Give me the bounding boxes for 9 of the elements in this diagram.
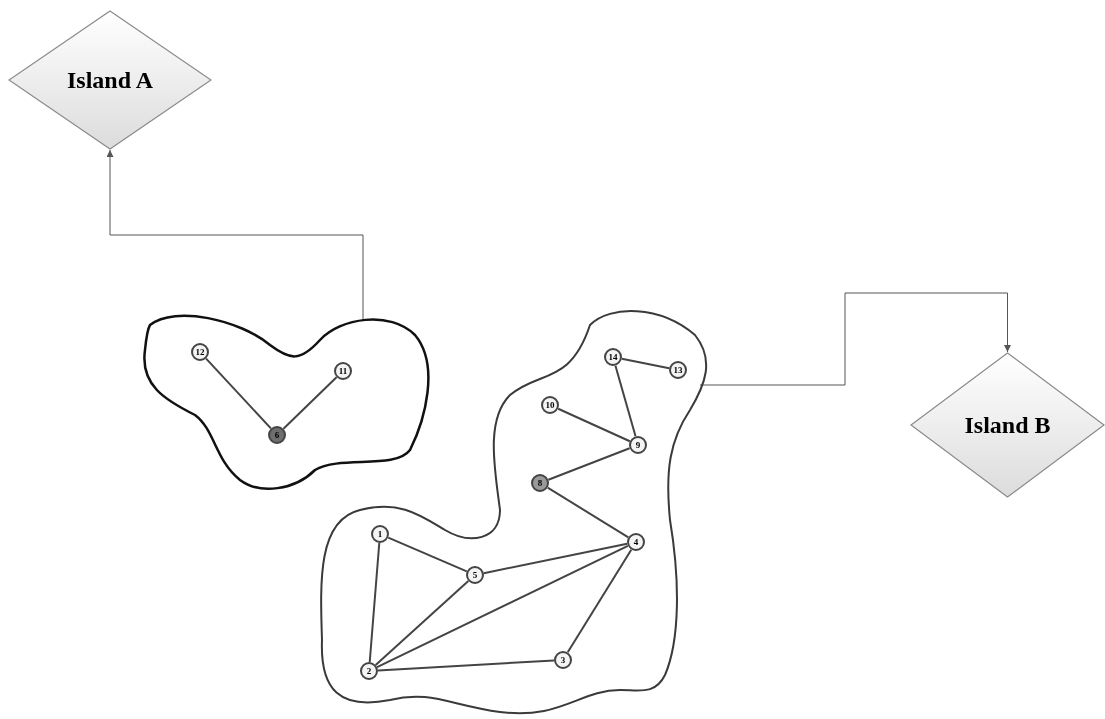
island-label: Island A [66,66,154,95]
island-label: Island B [964,411,1051,440]
graph-edge [374,580,470,666]
graph-edge [377,659,555,672]
graph-edge [614,364,637,438]
graph-edge [282,376,338,430]
connector-arrow [699,292,1011,386]
connector-arrow [106,149,364,321]
graph-edge [368,541,381,664]
